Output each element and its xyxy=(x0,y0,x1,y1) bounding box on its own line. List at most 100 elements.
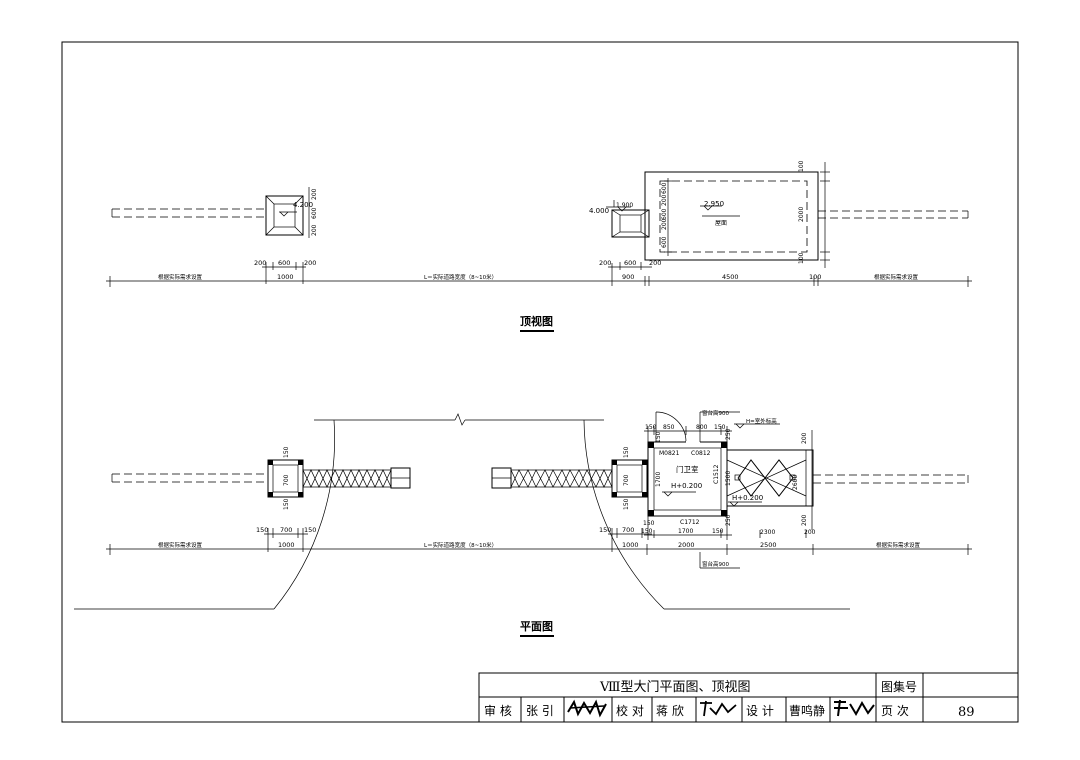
canopy-elev-label: H=室外标高 xyxy=(746,417,777,425)
building-roof xyxy=(644,162,830,268)
canopy-elev: H+0.200 xyxy=(732,494,763,502)
right-post-hdims-top: 200 600 200 xyxy=(599,259,661,270)
page-number: 89 xyxy=(958,705,975,720)
svg-text:150: 150 xyxy=(256,526,268,534)
svg-text:150: 150 xyxy=(283,446,290,458)
svg-text:600: 600 xyxy=(661,208,668,220)
room-dim-left: 1700 xyxy=(655,472,662,487)
plan-left-post-dims: 150 700 150 xyxy=(256,526,316,552)
svg-text:700: 700 xyxy=(283,474,290,486)
plan-main-dimline xyxy=(106,530,972,555)
svg-text:1500: 1500 xyxy=(725,471,732,486)
roof-depth: 2000 xyxy=(798,207,805,222)
road-width-top: L＝实际道路宽度（8~10米） xyxy=(424,273,497,281)
svg-text:150: 150 xyxy=(643,520,655,527)
designer-signature xyxy=(834,699,875,717)
svg-text:250: 250 xyxy=(725,514,732,526)
left-post-total-top: 1000 xyxy=(277,273,294,281)
svg-text:200: 200 xyxy=(311,188,318,200)
right-post-elev-top: 4.000 xyxy=(589,207,609,215)
plan-left-total: 1000 xyxy=(278,541,295,549)
right-post-top xyxy=(606,200,650,238)
title-block: Ⅷ型大门平面图、顶视图 图集号 审 核 张 引 校 对 蒋 欣 设 计 曹鸣静 … xyxy=(478,672,1019,723)
svg-text:1700: 1700 xyxy=(678,528,693,535)
canopy-width-total: 2500 xyxy=(760,541,777,549)
svg-text:150: 150 xyxy=(645,424,657,431)
plan-view-caption: 平面图 xyxy=(520,620,553,633)
left-note-top: 根据实际需求设置 xyxy=(158,273,203,281)
right-note-top: 根据实际需求设置 xyxy=(874,273,919,281)
plan-right-post xyxy=(611,459,648,498)
reviewer-name: 张 引 xyxy=(526,704,554,718)
top-view: 4.200 200 600 200 200 600 200 xyxy=(106,160,972,332)
left-arm-dashed xyxy=(111,208,266,218)
plan-left-arm xyxy=(111,473,268,483)
svg-text:850: 850 xyxy=(663,424,675,431)
window-bottom-note: 窗台高900 xyxy=(702,560,729,568)
top-main-dimline xyxy=(106,263,972,287)
checker-name: 蒋 欣 xyxy=(656,704,684,718)
svg-text:200: 200 xyxy=(661,194,668,206)
roof-label: 屋面 xyxy=(715,220,727,227)
svg-text:150: 150 xyxy=(655,431,662,443)
svg-text:150: 150 xyxy=(714,424,726,431)
svg-text:200: 200 xyxy=(599,259,611,267)
plan-view: 150 700 150 150 xyxy=(74,409,972,637)
design-label: 设 计 xyxy=(746,704,774,718)
svg-text:200: 200 xyxy=(801,514,808,526)
svg-text:250: 250 xyxy=(725,428,732,440)
svg-text:150: 150 xyxy=(623,446,630,458)
road-and-swing xyxy=(74,413,850,610)
room-elev: H+0.200 xyxy=(671,482,702,490)
room-name: 门卫室 xyxy=(676,464,699,474)
window-side-code: C1512 xyxy=(713,464,720,484)
svg-text:150: 150 xyxy=(623,498,630,510)
right-scissor-gate xyxy=(491,467,613,489)
canopy xyxy=(726,423,814,507)
right-arm-dashed xyxy=(818,210,969,219)
roof-top-margin: 100 xyxy=(798,160,805,172)
left-post-hdims: 200 600 200 xyxy=(254,259,316,284)
svg-text:600: 600 xyxy=(278,259,290,267)
svg-text:600: 600 xyxy=(661,182,668,194)
page-label: 页 次 xyxy=(881,704,909,718)
svg-text:700: 700 xyxy=(623,474,630,486)
left-post-top xyxy=(265,195,304,236)
door-code: M0821 xyxy=(659,450,680,457)
svg-text:200: 200 xyxy=(304,259,316,267)
room-top-dims: 150 850 800 150 xyxy=(644,424,732,442)
svg-text:200: 200 xyxy=(311,224,318,236)
right-post-elev-top-small: 1.900 xyxy=(616,202,633,209)
svg-text:800: 800 xyxy=(696,424,708,431)
svg-text:150: 150 xyxy=(304,526,316,534)
svg-text:200: 200 xyxy=(649,259,661,267)
right-post-total-top: 900 xyxy=(622,273,634,281)
room-width-total: 2000 xyxy=(678,541,695,549)
canopy-dim-right: 2600 xyxy=(792,475,799,490)
svg-text:200: 200 xyxy=(661,218,668,230)
plan-right-post-dims: 150 700 150 xyxy=(599,520,655,552)
left-post-elev: 4.200 xyxy=(293,201,313,209)
window-code: C0812 xyxy=(691,450,711,457)
plan-right-arm xyxy=(813,474,969,484)
roof-elev: 2.950 xyxy=(704,200,724,208)
svg-text:150: 150 xyxy=(599,526,611,534)
svg-text:150: 150 xyxy=(641,528,653,535)
svg-text:600: 600 xyxy=(661,236,668,248)
svg-text:600: 600 xyxy=(311,207,318,219)
svg-text:150: 150 xyxy=(712,528,724,535)
building-width-top: 4500 xyxy=(722,273,739,281)
atlas-label: 图集号 xyxy=(881,679,917,694)
svg-text:700: 700 xyxy=(280,526,292,534)
svg-text:150: 150 xyxy=(283,498,290,510)
svg-text:200: 200 xyxy=(801,432,808,444)
plan-left-post xyxy=(267,459,304,498)
left-post-vdims: 200 600 200 xyxy=(308,187,318,238)
checker-signature xyxy=(700,700,737,717)
window-front-code: C1712 xyxy=(680,519,700,526)
roof-bottom-margin: 100 xyxy=(798,252,805,264)
plan-road-width: L＝实际道路宽度（8~10米） xyxy=(424,541,497,549)
window-top-note: 窗台高900 xyxy=(702,409,729,417)
canopy-dim-end: 200 xyxy=(804,529,816,536)
